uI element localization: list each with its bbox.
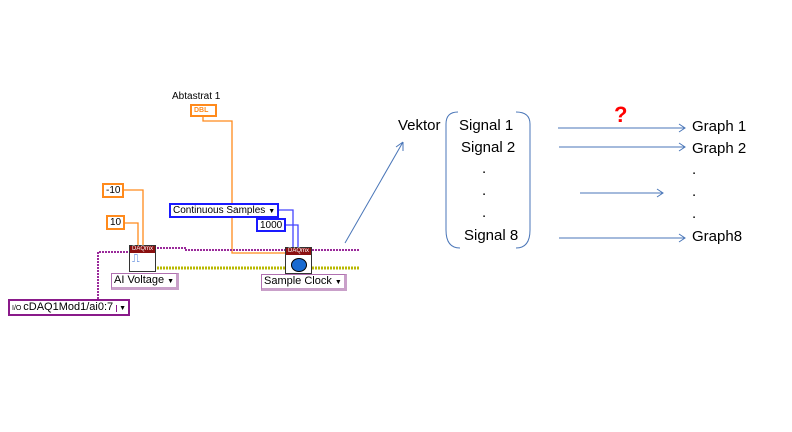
analog-input-icon: ⎍ bbox=[132, 253, 140, 265]
dropdown-arrow-icon: ▼ bbox=[116, 305, 127, 312]
arrow-2 bbox=[559, 142, 686, 152]
signal-dot: . bbox=[482, 204, 487, 221]
node-header: DAQmx bbox=[130, 246, 155, 253]
signal-item: Signal 8 bbox=[464, 227, 519, 244]
rate-label: Abtastrat 1 bbox=[172, 91, 221, 102]
vector-label: Vektor bbox=[398, 117, 441, 134]
samples-wire bbox=[282, 224, 299, 248]
dropdown-arrow-icon: ▼ bbox=[268, 208, 276, 215]
timing-node[interactable]: DAQmx bbox=[285, 247, 312, 274]
arrow-8 bbox=[559, 233, 686, 243]
ai-voltage-selector[interactable]: AI Voltage▼ bbox=[111, 273, 180, 290]
signal-dot: . bbox=[482, 160, 487, 177]
question-mark: ? bbox=[614, 102, 628, 127]
clock-icon bbox=[290, 258, 307, 272]
physical-channel-constant[interactable]: I/O cDAQ1Mod1/ai0:7▼ bbox=[8, 299, 131, 316]
rate-wire bbox=[202, 117, 286, 254]
sample-clock-selector[interactable]: Sample Clock▼ bbox=[261, 274, 347, 291]
signal-item: Signal 2 bbox=[461, 139, 516, 156]
channel-value: cDAQ1Mod1/ai0:7 bbox=[23, 301, 114, 313]
min-wire bbox=[121, 189, 144, 246]
create-channel-node[interactable]: DAQmx⎍ bbox=[129, 245, 156, 272]
vector-arrow bbox=[344, 141, 404, 244]
dropdown-arrow-icon: ▼ bbox=[167, 278, 175, 285]
node-header: DAQmx bbox=[286, 248, 311, 255]
io-icon: I/O bbox=[12, 305, 24, 312]
graph-dot: . bbox=[692, 205, 697, 222]
signal-dot: . bbox=[482, 182, 487, 199]
dropdown-arrow-icon: ▼ bbox=[334, 279, 342, 286]
arrow-1 bbox=[558, 123, 686, 133]
paren-right bbox=[515, 111, 531, 249]
task-wire bbox=[97, 247, 360, 299]
graph-dot: . bbox=[692, 161, 697, 178]
graph-dot: . bbox=[692, 183, 697, 200]
mode-wire bbox=[276, 209, 294, 248]
rate-terminal[interactable]: DBL bbox=[190, 104, 217, 117]
graph-item: Graph 1 bbox=[692, 118, 747, 135]
min-constant[interactable]: -10 bbox=[102, 183, 125, 198]
graph-item: Graph8 bbox=[692, 228, 743, 245]
ai-voltage-label: AI Voltage bbox=[114, 274, 165, 286]
sample-mode-value: Continuous Samples bbox=[173, 205, 266, 216]
samples-constant[interactable]: 1000 bbox=[256, 218, 287, 232]
graph-item: Graph 2 bbox=[692, 140, 747, 157]
signal-item: Signal 1 bbox=[459, 117, 514, 134]
arrow-mid bbox=[580, 188, 664, 198]
max-constant[interactable]: 10 bbox=[106, 215, 126, 230]
sample-mode-constant[interactable]: Continuous Samples▼ bbox=[169, 203, 280, 218]
paren-left bbox=[445, 111, 461, 249]
sample-clock-label: Sample Clock bbox=[264, 275, 332, 287]
max-wire bbox=[121, 222, 139, 246]
